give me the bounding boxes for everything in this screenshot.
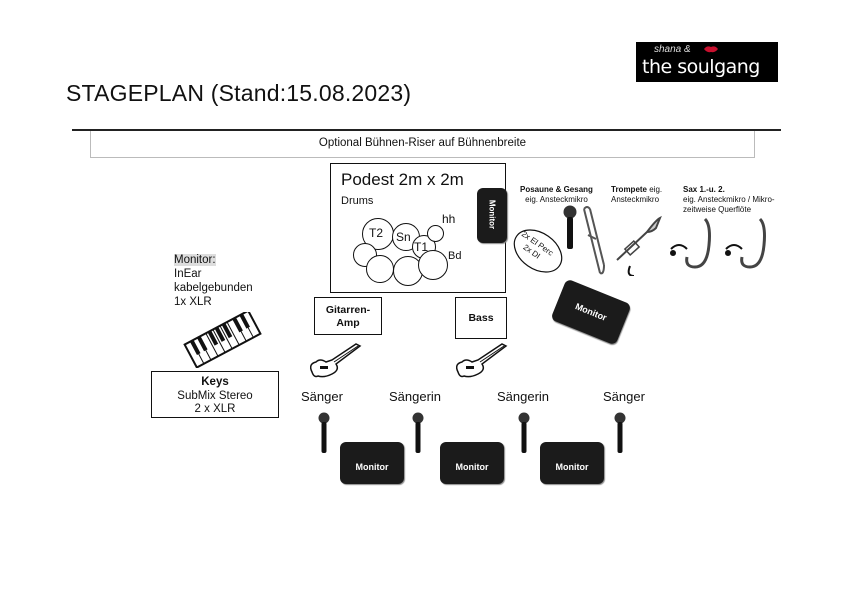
horn-sax-title: Sax 1.-u. 2. — [683, 185, 725, 194]
bass-guitar-icon — [455, 343, 508, 378]
monitor-label: Monitor — [487, 199, 497, 230]
monitor-note-line2: kabelgebunden — [174, 282, 253, 294]
horn-trumpet-label: Trompete eig. Ansteckmikro — [611, 185, 662, 205]
electric-guitar-icon — [309, 343, 362, 378]
monitor-side-label: Monitor — [573, 301, 609, 323]
label-t2: T2 — [369, 226, 384, 240]
horn-trumpet-sub: Ansteckmikro — [611, 195, 660, 204]
horn-sax-sub: eig. Ansteckmikro / Mikro- — [683, 195, 775, 204]
keys-title: Keys — [201, 376, 229, 388]
horn-trumpet-title: Trompete — [611, 185, 648, 194]
singer-2-label: Sängerin — [389, 389, 442, 404]
monitor-drums: Monitor — [477, 188, 507, 243]
singer-1-label: Sänger — [301, 389, 343, 404]
monitor-note-label: Monitor: — [174, 254, 216, 266]
drums-label: Drums — [341, 195, 374, 207]
microphone-icon-2 — [412, 412, 424, 453]
monitor-front-3: Monitor — [540, 442, 604, 484]
monitor-front-2-label: Monitor — [455, 462, 489, 472]
horn-sax-sub2: zeitweise Querflöte — [683, 205, 752, 214]
label-sn: Sn — [396, 230, 411, 244]
bass-amp-label: Bass — [468, 312, 494, 324]
keys-box: Keys SubMix Stereo 2 x XLR — [151, 371, 279, 418]
page-title: STAGEPLAN (Stand:15.08.2023) — [66, 80, 412, 106]
monitor-front-1-label: Monitor — [355, 462, 389, 472]
keyboard-icon — [183, 312, 262, 368]
podest-title: Podest 2m x 2m — [341, 170, 464, 189]
horn-trombone-label: Posaune & Gesang eig. Ansteckmikro — [520, 185, 593, 205]
cymbal-3 — [418, 250, 448, 280]
band-logo: shana & the soulgang — [636, 42, 778, 82]
guitar-amp-line1: Gitarren- — [325, 304, 371, 316]
guitar-amp-line2: Amp — [336, 317, 360, 329]
microphone-icon-4 — [614, 412, 626, 453]
microphone-icon-1 — [318, 412, 330, 453]
saxophone-icon-2 — [725, 217, 766, 269]
logo-line2: the soulgang — [642, 56, 760, 78]
header-divider — [72, 129, 781, 131]
keys-line1: SubMix Stereo — [177, 389, 253, 402]
singer-3-label: Sängerin — [497, 389, 550, 404]
label-t1: T1 — [414, 240, 429, 254]
microphone-icon — [563, 205, 577, 249]
monitor-note: Monitor: InEar kabelgebunden 1x XLR — [174, 253, 253, 309]
drum-hh — [427, 225, 444, 242]
horn-trumpet-suffix: eig. — [647, 185, 663, 194]
keys-line2: 2 x XLR — [194, 403, 236, 415]
singer-4-label: Sänger — [603, 389, 645, 404]
horn-sax-label: Sax 1.-u. 2. eig. Ansteckmikro / Mikro- … — [683, 185, 775, 215]
horn-trombone-title: Posaune & Gesang — [520, 185, 593, 194]
monitor-front-3-label: Monitor — [555, 462, 589, 472]
label-hh: hh — [442, 212, 456, 226]
cymbal-1 — [366, 255, 394, 283]
lips-icon — [704, 46, 718, 53]
bass-amp-box: Bass — [455, 297, 507, 339]
monitor-note-line3: 1x XLR — [174, 296, 212, 308]
monitor-note-line1: InEar — [174, 268, 202, 280]
monitor-front-1: Monitor — [340, 442, 404, 484]
guitar-amp-box: Gitarren- Amp — [314, 297, 382, 335]
monitor-side: Monitor — [550, 278, 632, 346]
percussion-di-marker — [513, 229, 563, 273]
riser-area: Optional Bühnen-Riser auf Bühnenbreite — [90, 131, 755, 158]
trumpet-icon — [616, 215, 662, 276]
label-bd: Bd — [448, 250, 462, 262]
horn-trombone-sub: eig. Ansteckmikro — [525, 195, 588, 204]
microphone-icon-3 — [518, 412, 530, 453]
logo-line1: shana & — [654, 44, 691, 55]
saxophone-icon — [670, 217, 711, 269]
trombone-icon — [583, 206, 605, 275]
monitor-front-2: Monitor — [440, 442, 504, 484]
